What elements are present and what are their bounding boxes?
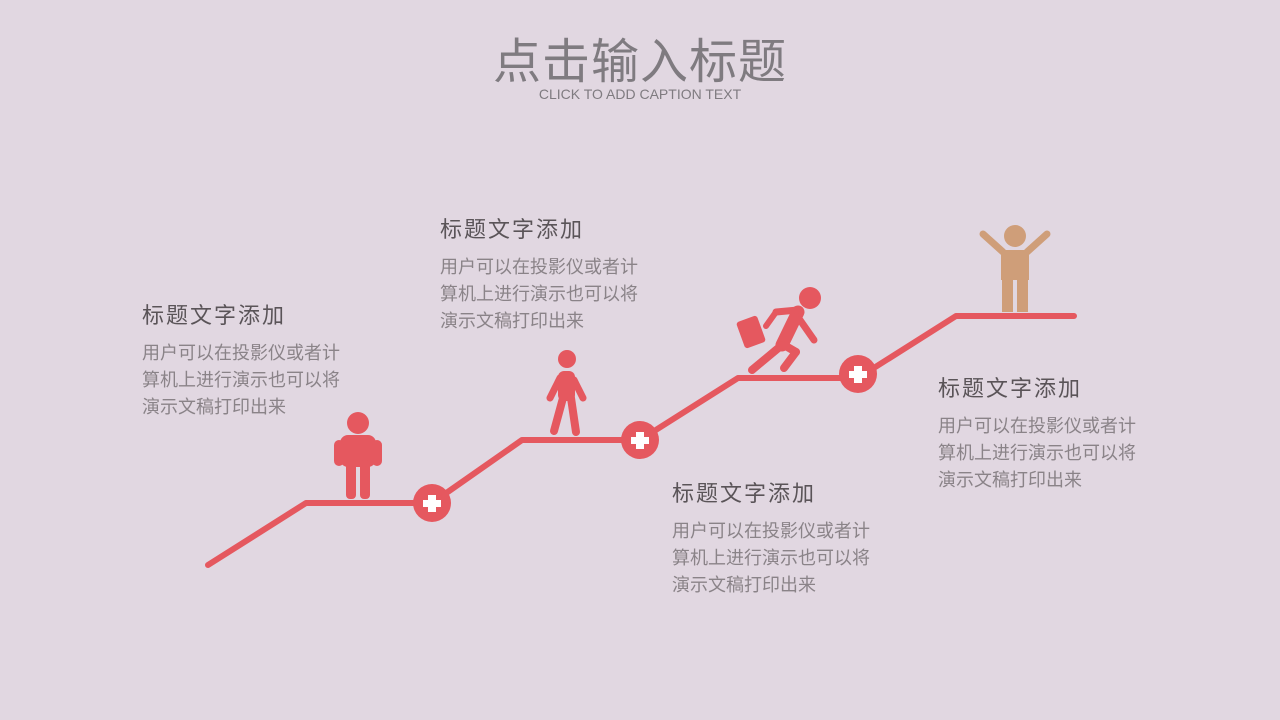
- page-caption: CLICK TO ADD CAPTION TEXT: [538, 86, 742, 102]
- page-title: 点击输入标题: [492, 34, 787, 90]
- step-body: 用户可以在投影仪或者计算机上进行演示也可以将演示文稿打印出来: [672, 521, 870, 596]
- step-title: 标题文字添加: [938, 377, 1083, 402]
- step-3-text: 标题文字添加 用户可以在投影仪或者计算机上进行演示也可以将演示文稿打印出来: [672, 476, 902, 599]
- step-title: 标题文字添加: [142, 304, 287, 329]
- plus-icon: [413, 484, 451, 522]
- step-title: 标题文字添加: [672, 482, 817, 507]
- running-businessman-icon: [736, 287, 821, 374]
- step-4-text: 标题文字添加 用户可以在投影仪或者计算机上进行演示也可以将演示文稿打印出来: [938, 371, 1168, 494]
- celebrating-person-icon: [979, 225, 1051, 312]
- plus-icon: [621, 421, 659, 459]
- step-body: 用户可以在投影仪或者计算机上进行演示也可以将演示文稿打印出来: [142, 343, 340, 418]
- standing-person-icon: [334, 412, 382, 499]
- step-title: 标题文字添加: [440, 218, 585, 243]
- step-body: 用户可以在投影仪或者计算机上进行演示也可以将演示文稿打印出来: [440, 257, 638, 332]
- step-body: 用户可以在投影仪或者计算机上进行演示也可以将演示文稿打印出来: [938, 416, 1136, 491]
- walking-person-icon: [546, 350, 587, 436]
- step-1-text: 标题文字添加 用户可以在投影仪或者计算机上进行演示也可以将演示文稿打印出来: [142, 298, 372, 421]
- step-2-text: 标题文字添加 用户可以在投影仪或者计算机上进行演示也可以将演示文稿打印出来: [440, 212, 670, 335]
- plus-icon: [839, 355, 877, 393]
